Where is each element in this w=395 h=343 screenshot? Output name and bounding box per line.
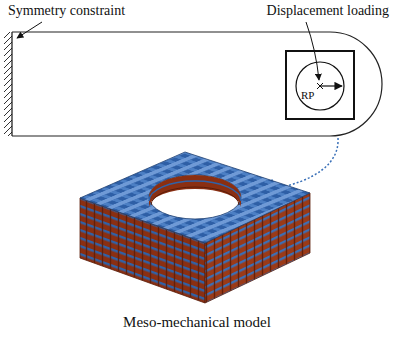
reference-point-label: RP xyxy=(301,89,314,101)
constraint-label: Symmetry constraint xyxy=(8,3,125,18)
loading-label: Displacement loading xyxy=(267,3,389,18)
model-caption: Meso-mechanical model xyxy=(123,314,271,331)
